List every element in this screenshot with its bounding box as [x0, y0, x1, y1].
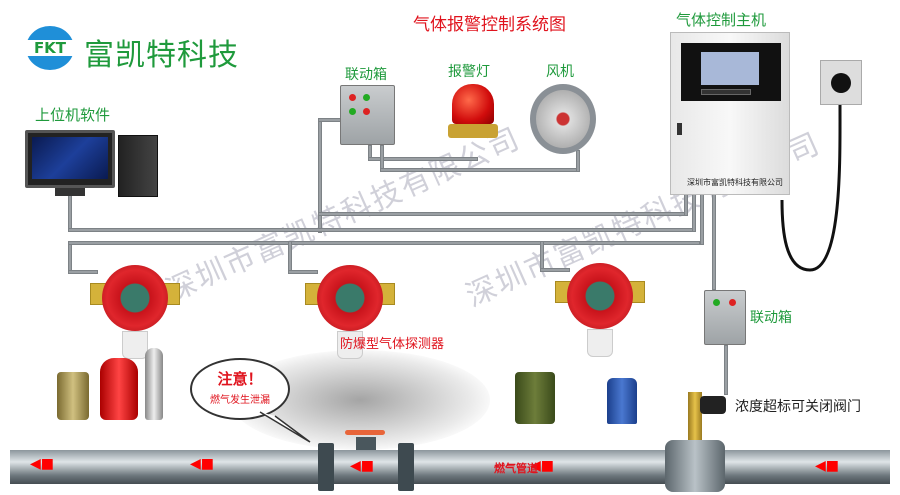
wire [576, 150, 580, 172]
wire [68, 241, 700, 245]
pc-tower-icon [118, 135, 158, 197]
wire [380, 168, 580, 172]
wire [724, 345, 728, 395]
flow-arrow-icon: ◀■ [530, 458, 554, 474]
flow-arrow-icon: ◀■ [30, 456, 54, 472]
gas-detector [305, 255, 395, 360]
gas-canister-icon [607, 378, 637, 424]
linkage-box-right [704, 290, 746, 345]
key-lock-icon [677, 123, 682, 135]
company-name: 富凯特科技 [84, 38, 239, 73]
callout-text: 燃气发生泄漏 [210, 395, 270, 406]
linkage-box [340, 85, 395, 145]
power-cable [780, 104, 842, 272]
lpg-cylinder-icon [100, 358, 138, 420]
controller-label: 气体控制主机 [676, 11, 767, 29]
power-socket [820, 60, 862, 105]
wire [68, 195, 72, 230]
wire [68, 270, 98, 274]
wire [318, 118, 342, 122]
gas-detector [555, 253, 645, 358]
alarm-lamp-base [448, 124, 498, 138]
solenoid-valve [665, 440, 725, 492]
manual-valve-handle[interactable] [345, 430, 385, 435]
pipe-flange [318, 443, 334, 491]
flow-arrow-icon: ◀■ [815, 458, 839, 474]
alarm-lamp-icon [452, 84, 494, 124]
wire [288, 241, 292, 273]
detector-label: 防爆型气体探测器 [340, 337, 445, 352]
diagram-title: 气体报警控制系统图 [413, 15, 566, 35]
wire [540, 268, 570, 272]
gas-controller: 深圳市富凯特科技有限公司 [670, 32, 790, 195]
fan-label: 风机 [546, 64, 574, 80]
fkt-logo: FKT [22, 26, 78, 70]
gas-pipeline [10, 450, 890, 484]
flow-arrow-icon: ◀■ [190, 456, 214, 472]
alarm-lamp-label: 报警灯 [448, 64, 490, 80]
flow-arrow-icon: ◀■ [350, 458, 374, 474]
monitor-icon [25, 130, 115, 188]
wire [700, 190, 704, 245]
linkage-box-label: 联动箱 [345, 67, 387, 83]
gas-detector [90, 255, 180, 360]
callout-tail [259, 411, 311, 443]
wire [368, 157, 478, 161]
controller-display [681, 43, 781, 101]
wire [68, 243, 72, 273]
jerrycan-icon [515, 372, 555, 424]
valve-actuator [688, 392, 702, 440]
wire [68, 228, 693, 232]
callout-title: 注意！ [217, 370, 263, 388]
oil-drum-icon [57, 372, 89, 420]
valve-coil [700, 396, 726, 414]
monitor-stand [55, 188, 85, 196]
manual-valve-body [356, 437, 376, 450]
wire [288, 270, 318, 274]
wire [712, 190, 716, 290]
gas-bottle-icon [145, 348, 163, 420]
wire [692, 190, 696, 232]
pc-label: 上位机软件 [35, 106, 111, 124]
valve-label: 浓度超标可关闭阀门 [735, 399, 861, 415]
wire [540, 241, 544, 271]
warning-callout: 注意！ 燃气发生泄漏 [190, 358, 290, 420]
fan-icon [530, 84, 596, 154]
linkage-box-right-label: 联动箱 [750, 310, 792, 326]
pipe-label: 燃气管道 [494, 462, 538, 475]
wire [318, 212, 688, 216]
pipe-flange [398, 443, 414, 491]
controller-plate: 深圳市富凯特科技有限公司 [687, 178, 783, 187]
